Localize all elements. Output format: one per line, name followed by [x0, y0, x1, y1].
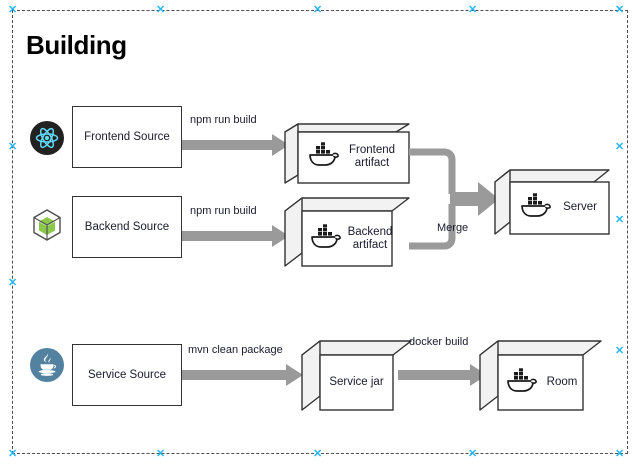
arrow-mvn-package	[182, 363, 304, 387]
selection-handle-top-1[interactable]: ✕	[156, 4, 166, 16]
react-icon	[30, 121, 64, 155]
edge-label-mvn-package: mvn clean package	[188, 344, 283, 356]
arrow-backend-build	[182, 224, 290, 248]
node-service-jar-label: Service jar	[329, 376, 384, 388]
java-icon	[30, 348, 64, 382]
node-server-label: Server	[563, 201, 597, 213]
edge-label-merge: Merge	[437, 222, 469, 234]
node-frontend-artifact-label: Frontend artifact	[348, 144, 396, 169]
arrow-merge	[406, 146, 506, 254]
arrow-docker-build	[398, 363, 488, 387]
selection-handle-right-2[interactable]: ✕	[615, 214, 625, 226]
nodejs-icon	[30, 208, 64, 242]
node-room[interactable]: Room	[479, 340, 602, 411]
selection-handle-right-3[interactable]: ✕	[615, 345, 625, 357]
node-service-source[interactable]: Service Source	[72, 344, 182, 406]
edge-label-backend-build: npm run build	[190, 205, 257, 217]
selection-handle-bottom-1[interactable]: ✕	[156, 448, 166, 460]
node-backend-artifact-label: Backend artifact	[347, 226, 393, 251]
node-frontend-source-label: Frontend Source	[84, 131, 170, 143]
node-service-source-label: Service Source	[88, 369, 166, 381]
node-frontend-artifact[interactable]: Frontend artifact	[284, 123, 410, 184]
edge-label-frontend-build: npm run build	[190, 114, 257, 126]
selection-handle-bottom-2[interactable]: ✕	[313, 448, 323, 460]
selection-handle-top-2[interactable]: ✕	[313, 4, 323, 16]
node-backend-source[interactable]: Backend Source	[72, 196, 182, 258]
selection-handle-right-1[interactable]: ✕	[615, 141, 625, 153]
selection-handle-bottom-left[interactable]: ✕	[8, 448, 18, 460]
node-service-jar[interactable]: Service jar	[301, 340, 412, 411]
node-room-label: Room	[546, 376, 578, 388]
selection-handle-left-2[interactable]: ✕	[8, 277, 18, 289]
node-backend-artifact[interactable]: Backend artifact	[284, 197, 410, 268]
selection-handle-top-3[interactable]: ✕	[468, 4, 478, 16]
page-title: Building	[26, 30, 127, 60]
node-backend-source-label: Backend Source	[84, 221, 170, 233]
selection-handle-left-1[interactable]: ✕	[8, 141, 18, 153]
node-frontend-source[interactable]: Frontend Source	[72, 106, 182, 168]
edge-label-docker-build: docker build	[409, 336, 469, 348]
selection-handle-top-left[interactable]: ✕	[8, 4, 18, 16]
node-server[interactable]: Server	[494, 169, 610, 235]
selection-handle-bottom-right[interactable]: ✕	[615, 448, 625, 460]
arrow-frontend-build	[182, 133, 290, 157]
selection-frame[interactable]: ✕ ✕ ✕ ✕ ✕ ✕ ✕ ✕ ✕ ✕ ✕ ✕ ✕ ✕ ✕	[8, 5, 628, 460]
selection-handle-bottom-3[interactable]: ✕	[468, 448, 478, 460]
selection-handle-top-right[interactable]: ✕	[615, 4, 625, 16]
